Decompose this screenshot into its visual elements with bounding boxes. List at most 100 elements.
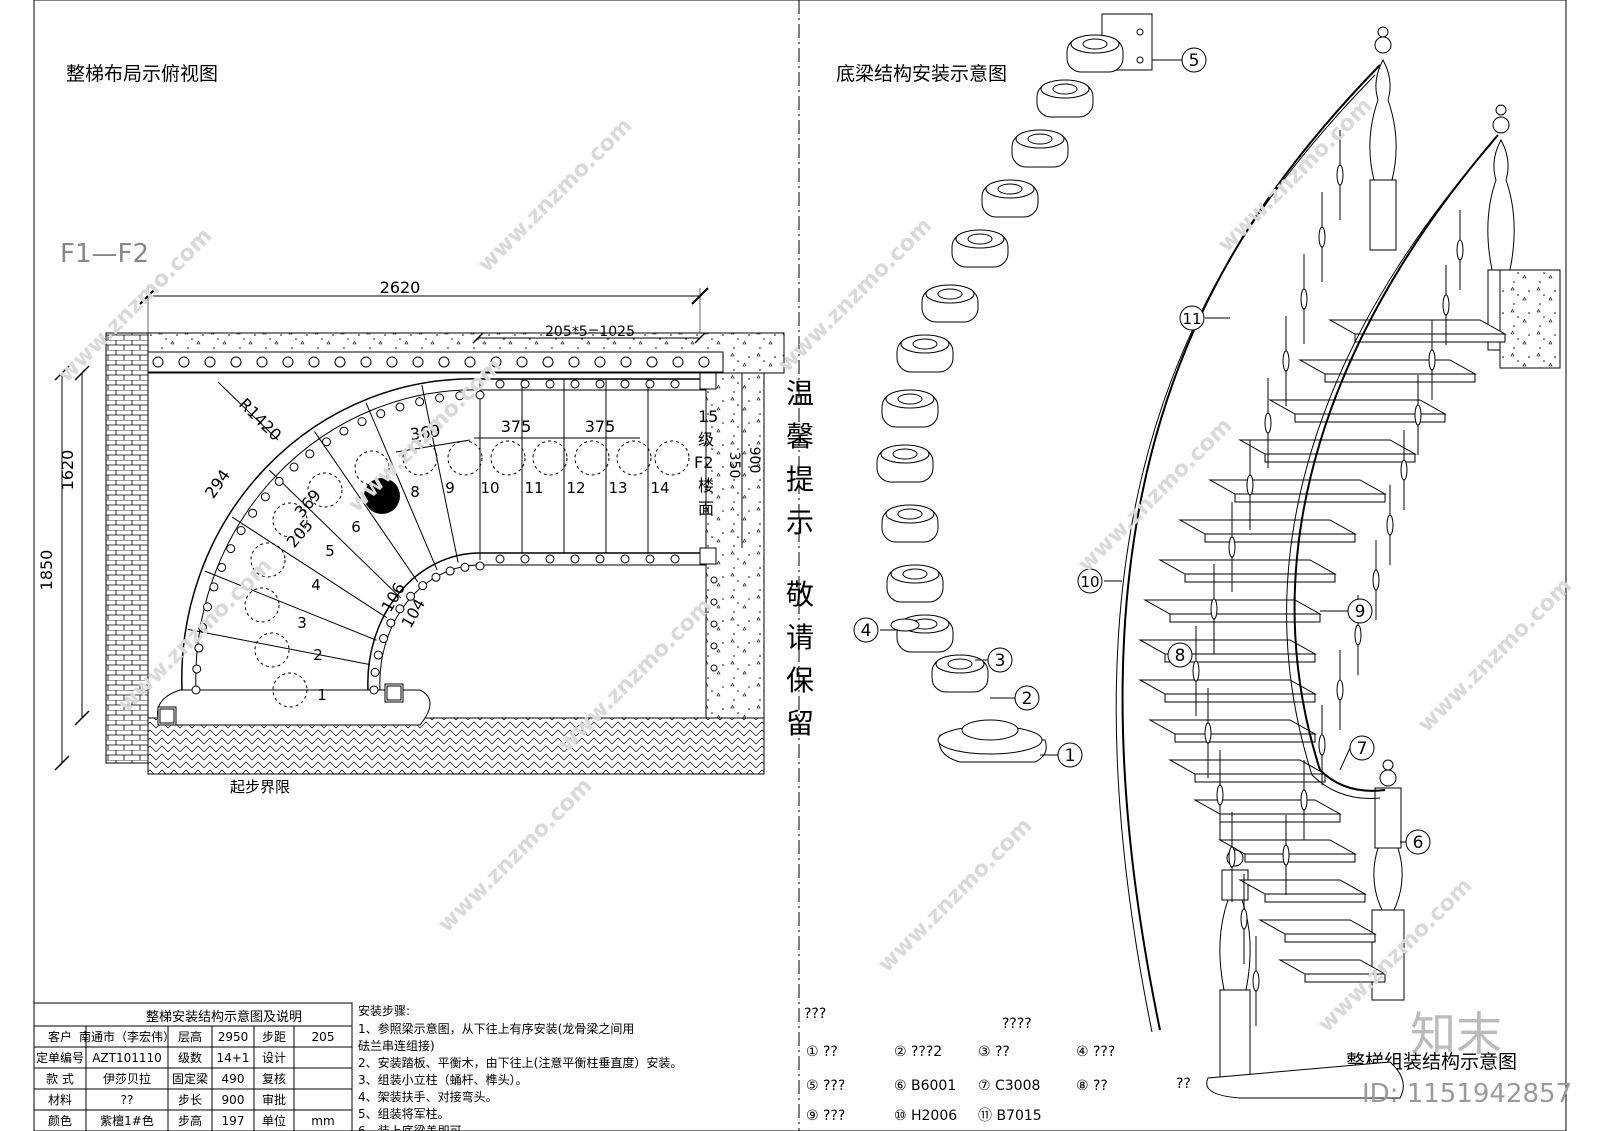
callout-circle bbox=[1014, 685, 1040, 711]
beam-segment-top bbox=[935, 654, 985, 674]
dim-height-outer: 1850 bbox=[37, 550, 56, 591]
beam-segment-top bbox=[925, 284, 975, 304]
legend-item: ⑥ B6001 bbox=[894, 1078, 956, 1094]
step-number: 8 bbox=[410, 483, 420, 501]
start-boundary-label: 起步界限 bbox=[230, 778, 290, 796]
beam-hole bbox=[438, 356, 450, 368]
baluster bbox=[570, 379, 580, 389]
beam-hole bbox=[464, 356, 476, 368]
beam-hole bbox=[568, 356, 580, 368]
baluster-bulge bbox=[1300, 288, 1308, 310]
beam-segment-hole bbox=[892, 448, 918, 460]
table-cell: ?? bbox=[121, 1093, 134, 1107]
baluster bbox=[670, 379, 680, 389]
baluster bbox=[197, 622, 207, 632]
beam-segment-hole bbox=[1082, 38, 1108, 50]
stair-tread bbox=[1238, 879, 1367, 895]
notice: 温 馨 提 示 敬 请 保 留 bbox=[786, 377, 814, 740]
table-cell: 197 bbox=[222, 1114, 245, 1128]
table-cell: 层高 bbox=[178, 1029, 202, 1044]
baluster-bulge bbox=[1282, 844, 1290, 866]
baluster bbox=[710, 620, 718, 628]
baluster bbox=[415, 397, 425, 407]
baluster-bulge bbox=[1282, 350, 1290, 372]
walk-circle bbox=[654, 440, 690, 476]
right-slab bbox=[705, 372, 765, 719]
dim-900: 900 bbox=[746, 447, 762, 474]
stair-tread-edge bbox=[1264, 893, 1366, 903]
baluster bbox=[620, 379, 630, 389]
beam-hole bbox=[308, 356, 320, 368]
baluster-bulge bbox=[1246, 474, 1254, 496]
baluster bbox=[321, 437, 331, 447]
legend-item: ⑦ C3008 bbox=[978, 1078, 1040, 1094]
beam-holes bbox=[152, 356, 710, 368]
baluster bbox=[710, 576, 718, 584]
tread-line bbox=[268, 469, 402, 599]
walk-circle bbox=[244, 587, 280, 623]
baluster bbox=[620, 554, 630, 564]
baluster-bulge bbox=[1252, 970, 1260, 992]
baluster bbox=[305, 449, 315, 459]
walk-circle bbox=[307, 472, 343, 508]
edge-balusters bbox=[191, 379, 718, 695]
baluster bbox=[545, 379, 555, 389]
baluster bbox=[520, 554, 530, 564]
beam-hole bbox=[412, 356, 424, 368]
watermark-text: www.znzmo.com bbox=[473, 113, 637, 277]
baluster bbox=[435, 393, 445, 403]
beam-hole bbox=[594, 356, 606, 368]
step-number: 12 bbox=[566, 479, 585, 497]
install-step: 1、参照梁示意图，从下往上有序安装(龙骨梁之间用 bbox=[358, 1021, 634, 1036]
beam-hole bbox=[672, 356, 684, 368]
baluster bbox=[431, 572, 441, 582]
beam-segment-hole bbox=[937, 288, 963, 300]
walk-circle bbox=[490, 440, 526, 476]
callout-number: 8 bbox=[1175, 646, 1186, 666]
beam-segment-hole bbox=[1027, 133, 1053, 145]
baluster bbox=[226, 544, 236, 554]
stair-tread bbox=[1238, 439, 1417, 455]
newel-marker bbox=[364, 478, 400, 514]
walk-circle bbox=[254, 632, 290, 668]
callout-circle bbox=[1349, 735, 1375, 761]
baluster bbox=[192, 664, 202, 674]
baluster bbox=[370, 667, 380, 677]
baluster-bulge bbox=[1336, 164, 1344, 186]
beam-hole bbox=[490, 356, 502, 368]
step-number: 3 bbox=[297, 614, 307, 632]
svg-text:示: 示 bbox=[786, 506, 814, 539]
baluster-bulge bbox=[1228, 846, 1236, 868]
legend-item: ① ?? bbox=[806, 1044, 838, 1060]
install-heading: 安装步骤: bbox=[358, 1003, 410, 1018]
baluster-bulge bbox=[1354, 624, 1362, 646]
callout-circle bbox=[1405, 829, 1431, 855]
stair-tread bbox=[1178, 519, 1357, 535]
baluster bbox=[194, 643, 204, 653]
dim-369a: 369 bbox=[409, 421, 442, 444]
stair-tread-edge bbox=[1234, 493, 1386, 503]
install-steps: 安装步骤: 1、参照梁示意图，从下往上有序安装(龙骨梁之间用砝兰串连组接)2、安… bbox=[358, 1003, 682, 1131]
baluster bbox=[670, 554, 680, 564]
legend-item: ④ ??? bbox=[1076, 1044, 1115, 1060]
dim-tread-a: 375 bbox=[501, 417, 532, 436]
baluster bbox=[217, 562, 227, 572]
beam-segment-hole bbox=[902, 568, 928, 580]
table-cell: 南通市（李宏伟） bbox=[79, 1029, 175, 1044]
baluster-bulge bbox=[1414, 404, 1422, 426]
stair-tread-edge bbox=[1194, 773, 1326, 783]
install-step: 3、组装小立柱（蛹杆、榫头）。 bbox=[358, 1072, 528, 1087]
stair-tread bbox=[1168, 759, 1327, 775]
table-cell: 复核 bbox=[262, 1072, 286, 1086]
brand-logo: 知末 bbox=[1410, 1007, 1502, 1061]
beam-segment-hole bbox=[912, 338, 938, 350]
baluster bbox=[191, 685, 201, 695]
step-number: 11 bbox=[524, 479, 543, 497]
callout-number: 11 bbox=[1182, 310, 1201, 328]
baluster bbox=[379, 633, 389, 643]
svg-text:馨: 馨 bbox=[786, 420, 814, 453]
svg-text:温: 温 bbox=[786, 377, 814, 410]
legend-item: ⑧ ?? bbox=[1076, 1078, 1108, 1094]
